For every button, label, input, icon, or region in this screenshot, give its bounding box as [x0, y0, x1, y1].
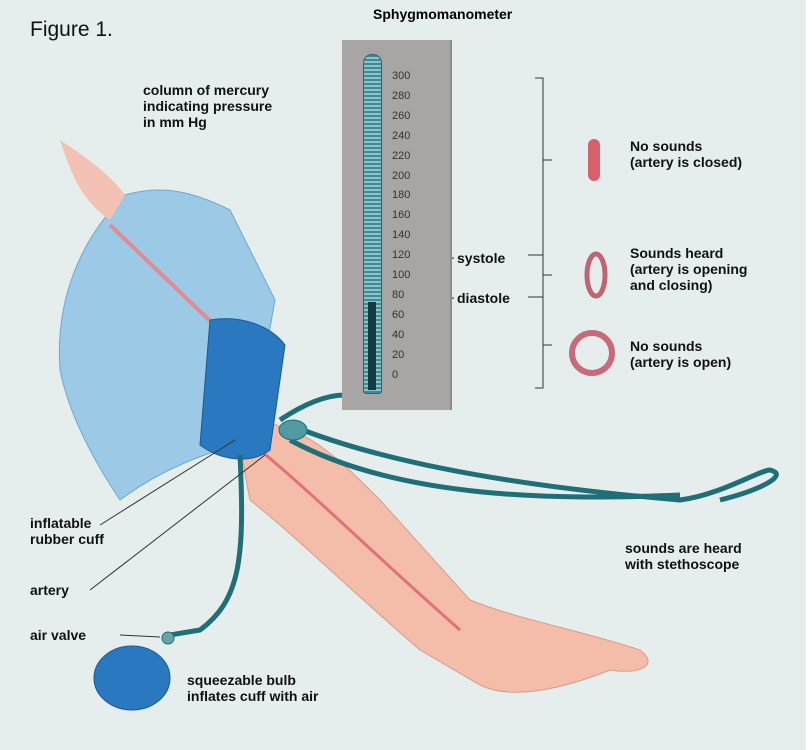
scale-tick-label: 220	[392, 149, 411, 162]
scale-tick-label: 260	[392, 109, 411, 122]
figure-title: Figure 1.	[30, 18, 113, 41]
artery-label: artery	[30, 582, 69, 598]
mercury-tube	[363, 54, 382, 394]
scale-tick-label: 180	[392, 189, 411, 202]
scale-tick-label: 100	[392, 269, 411, 281]
cuff-shape	[199, 318, 286, 460]
scale-tick-label: 120	[392, 249, 411, 262]
manometer-tube	[278, 392, 346, 423]
scale-tick-label: 0	[392, 368, 399, 381]
scale-tick-label: 200	[392, 169, 411, 182]
diastole-label: diastole	[457, 290, 510, 306]
state-closed: No sounds (artery is closed)	[630, 138, 743, 170]
mercury-label: column of mercury indicating pressure in…	[143, 82, 273, 130]
artery-partial-icon	[584, 251, 608, 299]
scale-tick-label: 20	[392, 348, 405, 361]
cuff-label: inflatable rubber cuff	[30, 515, 104, 547]
scale-tick-label: 160	[392, 209, 411, 222]
state-opening-closing: Sounds heard (artery is opening and clos…	[630, 245, 748, 293]
artery-closed-icon	[588, 139, 600, 181]
scale-tick-label: 300	[392, 70, 411, 82]
systole-label: systole	[457, 250, 506, 266]
artery-line	[259, 448, 461, 632]
mercury-column	[368, 302, 376, 390]
scale-tick-label: 40	[392, 328, 405, 341]
artery-open-icon	[569, 330, 615, 376]
squeeze-bulb	[93, 645, 171, 711]
scale-tick-label: 80	[392, 288, 405, 301]
scale-tick-label: 240	[392, 129, 411, 142]
stethoscope-label: sounds are heard with stethoscope	[625, 540, 742, 572]
scale-tick-label: 60	[392, 308, 405, 321]
stethoscope-tubes	[288, 422, 779, 503]
bulb-tube	[169, 454, 245, 638]
forearm	[234, 419, 649, 693]
air-valve	[161, 631, 175, 645]
bulb-label: squeezable bulb inflates cuff with air	[187, 672, 319, 704]
air-valve-label: air valve	[30, 627, 87, 643]
scale-tick-label: 280	[392, 89, 411, 102]
leader-lines	[89, 77, 552, 638]
state-open: No sounds (artery is open)	[630, 338, 732, 370]
shoulder	[60, 140, 125, 220]
stethoscope-head	[278, 419, 308, 441]
scale-tick-label: 140	[392, 229, 411, 242]
manometer-title: Sphygmomanometer	[373, 6, 513, 22]
